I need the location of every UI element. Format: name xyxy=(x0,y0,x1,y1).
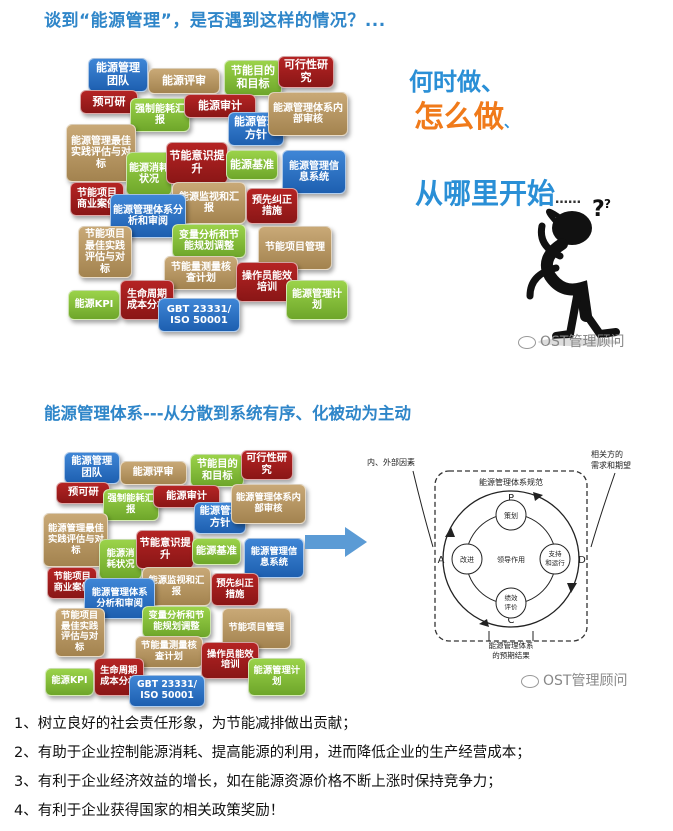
collage-tile: 可行性研究 xyxy=(240,450,293,480)
collage-tile: 强制能耗汇报 xyxy=(102,489,159,521)
collage-tile: 能源评审 xyxy=(148,68,220,94)
benefit-item-2: 2、有助于企业控制能源消耗、提高能源的利用，进而降低企业的生产经营成本； xyxy=(14,745,531,761)
thinking-person-icon: ? ? xyxy=(526,197,620,346)
collage-tile: 能源消耗状况 xyxy=(126,152,172,196)
question-where: 从哪里开始…… xyxy=(415,172,581,212)
question-how: 怎么做、 xyxy=(414,92,518,136)
pdca-bottom-title-1: 能源管理体系 xyxy=(489,640,534,650)
benefit-item-3: 3、有利于企业经济效益的增长，如在能源资源价格不断上涨时保持竞争力； xyxy=(14,774,502,790)
svg-text:?: ? xyxy=(592,197,605,222)
collage-tile: 能源KPI xyxy=(45,667,94,696)
collage-tile: 能源KPI xyxy=(68,290,120,320)
collage-tile: 能源管理体系内部审核 xyxy=(231,483,306,525)
collage-tile: 能源管理计划 xyxy=(247,658,306,696)
collage-tile: 变量分析和节能规划调整 xyxy=(172,224,246,258)
watermark-bottom: OST管理顾问 xyxy=(521,670,627,690)
wechat-icon xyxy=(518,335,536,349)
collage-tile: 能源评审 xyxy=(119,461,187,486)
collage-tile: 能源管理团队 xyxy=(63,451,120,484)
benefit-item-4: 4、有利于企业获得国家的相关政策奖励！ xyxy=(14,803,285,819)
collage-tile: GBT 23331/ ISO 50001 xyxy=(128,675,206,707)
collage-tile: 节能目的和目标 xyxy=(224,60,282,96)
collage-tile: 预先纠正措施 xyxy=(246,188,298,224)
pdca-C: C xyxy=(508,615,515,626)
watermark-text: OST管理顾问 xyxy=(540,334,625,350)
collage-tile: 能源管理团队 xyxy=(88,58,148,92)
pdca-P: P xyxy=(508,493,514,504)
pdca-left-top-label: 内、外部因素 xyxy=(367,457,415,467)
wechat-icon xyxy=(521,674,539,688)
pdca-improve: 改进 xyxy=(460,555,474,564)
collage-tile: 节能量测量核查计划 xyxy=(164,256,238,290)
section1-title: 谈到“能源管理”，是否遇到这样的情况？... xyxy=(44,11,386,31)
collage-tile: 节能目的和目标 xyxy=(190,453,245,488)
pdca-plan: 策划 xyxy=(504,511,518,520)
question-how-main: 怎么做 xyxy=(414,100,504,135)
svg-text:?: ? xyxy=(604,197,611,211)
collage-tile: 预可研 xyxy=(56,481,111,504)
collage-tile: 节能项目商业案例 xyxy=(47,567,98,599)
question-when: 何时做、 xyxy=(409,68,505,96)
collage-tile: 预先纠正措施 xyxy=(210,572,260,607)
collage-tile: 能源管理体系内部审核 xyxy=(268,92,348,136)
pdca-right-top-label-1: 相关方的 xyxy=(591,449,623,459)
pdca-diagram: 内、外部因素 相关方的 需求和期望 能源管理体系规范 P D C A 策划 支持… xyxy=(367,449,631,660)
benefit-item-1: 1、树立良好的社会责任形象，为节能减排做出贡献； xyxy=(14,716,357,732)
question-where-tail: …… xyxy=(555,192,582,207)
collage-tile: 节能意识提升 xyxy=(166,142,228,184)
collage-tile: GBT 23331/ ISO 50001 xyxy=(158,298,240,332)
collage-tile: 能源管理计划 xyxy=(286,280,348,320)
watermark-text: OST管理顾问 xyxy=(543,673,628,689)
question-where-main: 从哪里开始 xyxy=(415,177,556,210)
collage-tile: 节能意识提升 xyxy=(136,530,195,570)
right-arrow-icon xyxy=(305,527,367,557)
pdca-bottom-title-2: 的预期结果 xyxy=(492,650,530,660)
pdca-frame-title: 能源管理体系规范 xyxy=(479,477,543,487)
collage-tile: 能源管理信息系统 xyxy=(282,150,346,194)
pdca-check-2: 评价 xyxy=(505,603,519,611)
collage-tile: 能源审计 xyxy=(184,94,256,118)
pdca-support-1: 支持 xyxy=(549,549,563,558)
collage-tile: 能源基准 xyxy=(226,150,278,180)
collage-tile: 能源管理信息系统 xyxy=(244,537,304,579)
pdca-D: D xyxy=(578,555,586,566)
question-how-tail: 、 xyxy=(504,115,518,131)
pdca-right-top-label-2: 需求和期望 xyxy=(591,460,631,470)
pdca-support-2: 和运行 xyxy=(545,558,565,567)
collage-tile: 节能量测量核查计划 xyxy=(134,636,204,668)
collage-tile: 节能项目最佳实践评估与对标 xyxy=(78,226,132,278)
pdca-leadership: 领导作用 xyxy=(497,555,525,564)
pdca-A: A xyxy=(438,555,445,566)
pdca-check-1: 绩效 xyxy=(505,593,519,602)
collage-tile: 预可研 xyxy=(80,90,138,114)
section2-title: 能源管理体系---从分散到系统有序、化被动为主动 xyxy=(44,404,412,423)
collage-tile: 能源基准 xyxy=(192,537,241,566)
collage-tile: 能源管理最佳实践评估与对标 xyxy=(66,124,136,182)
collage-tile: 变量分析和节能规划调整 xyxy=(141,606,211,638)
collage-tile: 强制能耗汇报 xyxy=(130,98,190,132)
collage-tile: 能源审计 xyxy=(153,485,221,508)
watermark-top: OST管理顾问 xyxy=(518,331,624,351)
collage-tile: 能源消耗状况 xyxy=(99,539,142,581)
collage-tile: 节能项目最佳实践评估与对标 xyxy=(54,608,105,657)
collage-tile: 可行性研究 xyxy=(278,56,334,88)
collage-tile: 能源管理最佳实践评估与对标 xyxy=(43,513,109,568)
